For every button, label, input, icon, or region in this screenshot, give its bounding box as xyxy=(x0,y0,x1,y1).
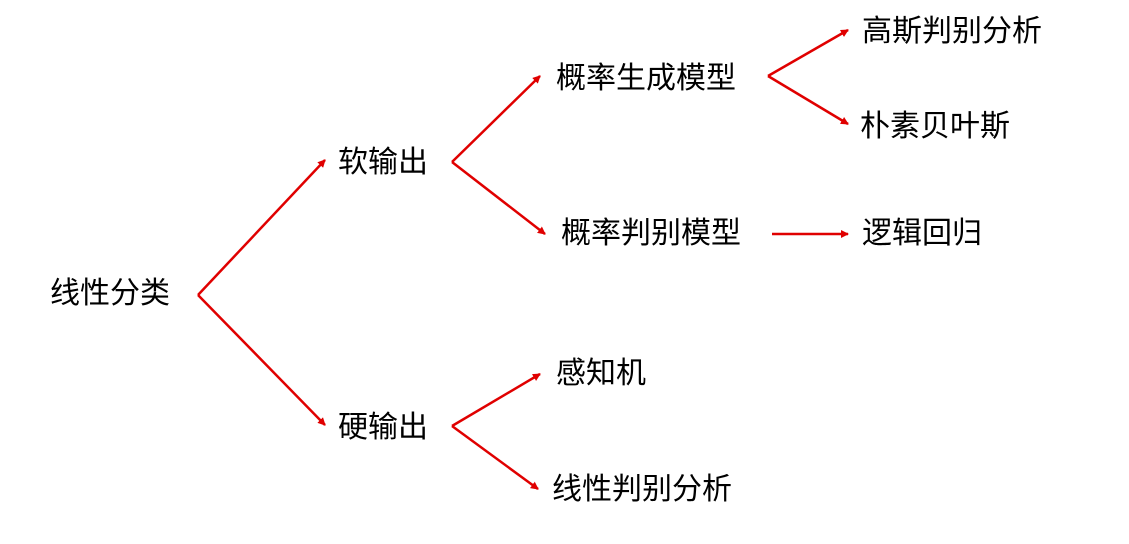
arrow-generative-model-to-naive-bayes xyxy=(767,74,849,126)
arrow-root-to-soft-output xyxy=(197,159,326,296)
node-linear-discriminant-analysis: 线性判别分析 xyxy=(552,472,732,507)
arrow-root-to-hard-output xyxy=(197,294,326,426)
node-probabilistic-discriminative-model: 概率判别模型 xyxy=(561,216,741,251)
node-linear-classification: 线性分类 xyxy=(50,276,170,311)
node-hard-output: 硬输出 xyxy=(338,410,428,445)
arrow-soft-output-to-discriminative-model xyxy=(451,161,546,235)
node-soft-output: 软输出 xyxy=(338,145,428,180)
arrow-soft-output-to-generative-model xyxy=(451,75,541,163)
arrow-hard-output-to-perceptron xyxy=(451,372,541,428)
edges-group xyxy=(197,28,849,491)
node-gaussian-discriminant-analysis: 高斯判别分析 xyxy=(862,14,1042,49)
node-perceptron: 感知机 xyxy=(556,356,646,391)
node-logistic-regression: 逻辑回归 xyxy=(862,216,982,251)
arrow-hard-output-to-linear-discriminant-analysis xyxy=(451,424,539,491)
arrow-generative-model-to-gaussian-discriminant-analysis xyxy=(767,28,849,78)
node-naive-bayes: 朴素贝叶斯 xyxy=(860,109,1010,144)
node-probabilistic-generative-model: 概率生成模型 xyxy=(556,61,736,96)
